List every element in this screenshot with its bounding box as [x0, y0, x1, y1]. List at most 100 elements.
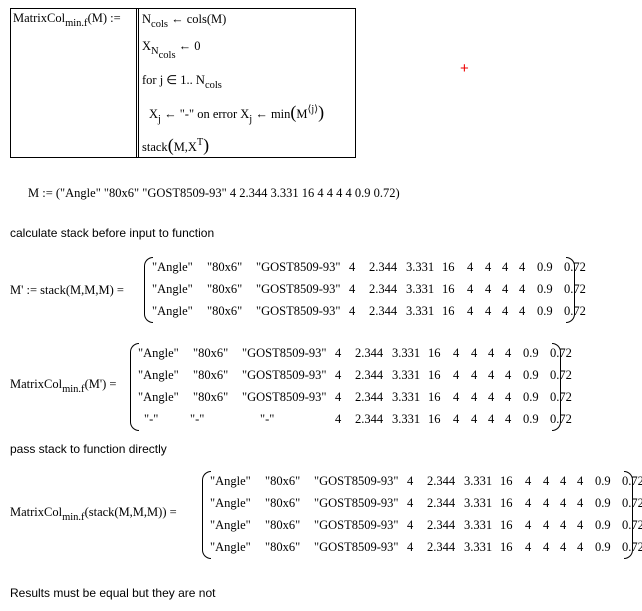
matrix-cell: "Angle" — [152, 304, 193, 318]
matrix-cell: 3.331 — [406, 260, 435, 274]
matrix-cell: 0.9 — [523, 346, 539, 360]
matrix-cell: 4 — [453, 346, 460, 360]
matrix-cell: "80x6" — [265, 540, 301, 554]
matrix-cell: 4 — [407, 518, 414, 532]
matrix-cell: "Angle" — [210, 518, 251, 532]
matrix-cell: 4 — [488, 368, 495, 382]
program-line-x-init: XNcols ← 0 — [142, 39, 201, 61]
mprime-definition-label[interactable]: M' := stack(M,M,M) = — [10, 283, 124, 297]
matrix-cell: "80x6" — [207, 304, 243, 318]
matrix-cell: 4 — [485, 282, 492, 296]
matrix-cell: 2.344 — [355, 368, 384, 382]
matrix-cell: 4 — [335, 412, 342, 426]
matrix-cell: "GOST8509-93" — [314, 540, 399, 554]
matrix-cell: 4 — [485, 260, 492, 274]
program-line-for: for j ∈ 1.. Ncols — [142, 73, 222, 91]
matrix-cell: 4 — [543, 518, 550, 532]
matrix-cell: 0.72 — [564, 304, 586, 318]
matrix-cell: 4 — [467, 260, 474, 274]
call-matrixcol-stack[interactable]: MatrixColmin.f(stack(M,M,M)) = — [10, 505, 177, 523]
matrix-cell: 4 — [543, 474, 550, 488]
matrix-cell: 0.72 — [564, 282, 586, 296]
matrix-cell: "Angle" — [138, 346, 179, 360]
matrix-cell: 0.9 — [537, 282, 553, 296]
program-line-on-error: Xj ← "-" on error Xj ← min(M⟨j⟩) — [149, 102, 325, 125]
matrix-cell: 0.9 — [595, 540, 611, 554]
matrix-cell: 4 — [577, 474, 584, 488]
matrix-cell: "-" — [260, 412, 275, 426]
matrix-cell: "80x6" — [193, 368, 229, 382]
matrix-cell: "GOST8509-93" — [256, 304, 341, 318]
matrix-cell: 4 — [471, 412, 478, 426]
matrix-cell: 4 — [577, 540, 584, 554]
matrix-cell: 4 — [577, 496, 584, 510]
matrix-cell: 4 — [349, 260, 356, 274]
matrix-cell: 4 — [525, 474, 532, 488]
matrix-cell: "80x6" — [193, 346, 229, 360]
matrix-cell: 2.344 — [355, 412, 384, 426]
comment-pass-stack[interactable]: pass stack to function directly — [10, 442, 167, 456]
matrix-cell: 2.344 — [427, 474, 456, 488]
matrix-cell: 0.72 — [622, 540, 642, 554]
matrix-cell: "-" — [144, 412, 159, 426]
matrix-cell: 4 — [577, 518, 584, 532]
matrix-cell: 4 — [335, 368, 342, 382]
matrix-cell: 3.331 — [392, 412, 421, 426]
matrix-cell: 2.344 — [355, 390, 384, 404]
matrix-cell: 16 — [500, 518, 513, 532]
matrix-cell: 16 — [500, 496, 513, 510]
matrix-cell: "80x6" — [265, 474, 301, 488]
matrix-cell: 0.72 — [564, 260, 586, 274]
matrix-cell: 0.72 — [550, 368, 572, 382]
matrix-cell: "GOST8509-93" — [314, 518, 399, 532]
comment-results-not-equal[interactable]: Results must be equal but they are not — [10, 586, 216, 600]
matrix-cell: 4 — [505, 412, 512, 426]
matrix-cell: "GOST8509-93" — [256, 282, 341, 296]
matrix-cell: "80x6" — [265, 518, 301, 532]
matrix-cell: 16 — [428, 412, 441, 426]
matrix-cell: 4 — [560, 540, 567, 554]
matrix-cell: "80x6" — [207, 282, 243, 296]
program-definition-box[interactable]: MatrixColmin.f(M) := Ncols ← cols(M) XNc… — [10, 8, 356, 158]
matrix-cell: 4 — [488, 412, 495, 426]
matrix-cell: 3.331 — [406, 304, 435, 318]
matrix-cell: "GOST8509-93" — [256, 260, 341, 274]
matrix-cell: "Angle" — [138, 390, 179, 404]
matrix-cell: 2.344 — [369, 282, 398, 296]
function-name: MatrixColmin.f(M) := — [13, 11, 121, 29]
program-line-stack: stack(M,XT) — [142, 135, 210, 155]
matrix-cell: 0.9 — [537, 260, 553, 274]
matrix-cell: 4 — [471, 390, 478, 404]
matrix-cell: 4 — [471, 346, 478, 360]
call-matrixcol-mprime[interactable]: MatrixColmin.f(M') = — [10, 377, 117, 395]
matrix-cell: 16 — [500, 540, 513, 554]
matrix-cell: 2.344 — [427, 496, 456, 510]
program-line-ncols: Ncols ← cols(M) — [142, 12, 227, 30]
matrix-cell: 0.72 — [622, 496, 642, 510]
matrix-cell: 4 — [543, 540, 550, 554]
matrix-cell: 4 — [560, 474, 567, 488]
matrix-cell: 4 — [407, 540, 414, 554]
matrix-cell: 16 — [500, 474, 513, 488]
m-definition[interactable]: M := ("Angle" "80x6" "GOST8509-93" 4 2.3… — [28, 186, 400, 200]
call1-result-matrix: "Angle" "80x6" "GOST8509-93" 4 2.344 3.331 16 4… — [130, 343, 572, 431]
insertion-cursor[interactable]: + — [460, 60, 469, 77]
matrix-cell: 0.72 — [550, 346, 572, 360]
matrix-cell: 4 — [335, 390, 342, 404]
matrix-cell: "80x6" — [193, 390, 229, 404]
matrix-cell: 4 — [502, 260, 509, 274]
matrix-cell: 4 — [407, 474, 414, 488]
matrix-cell: 3.331 — [464, 474, 493, 488]
matrix-cell: 4 — [349, 304, 356, 318]
matrix-cell: 4 — [502, 282, 509, 296]
matrix-cell: 16 — [428, 368, 441, 382]
matrix-cell: 4 — [519, 260, 526, 274]
matrix-cell: 2.344 — [427, 518, 456, 532]
program-bar — [136, 9, 139, 157]
matrix-cell: 4 — [467, 304, 474, 318]
matrix-cell: 3.331 — [464, 496, 493, 510]
matrix-cell: "GOST8509-93" — [314, 474, 399, 488]
matrix-cell: "GOST8509-93" — [242, 346, 327, 360]
comment-calculate-stack[interactable]: calculate stack before input to function — [10, 226, 215, 240]
